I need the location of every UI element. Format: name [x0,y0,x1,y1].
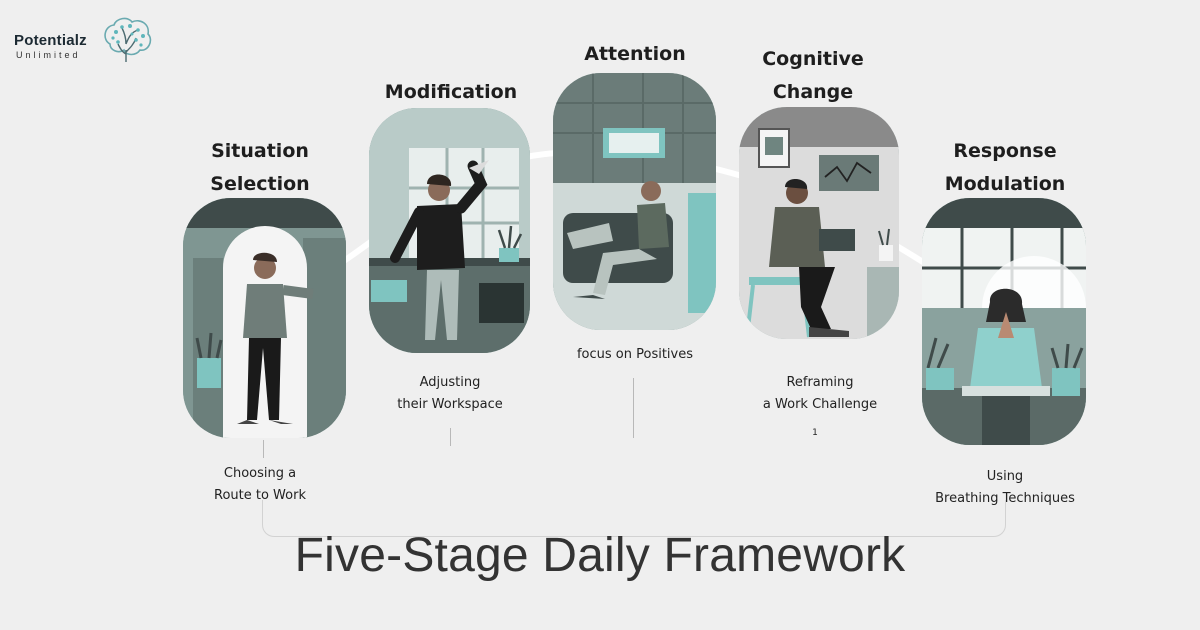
stage-2-heading: Modification [351,76,551,109]
connector-line [263,440,264,458]
bottom-bracket [262,500,1006,537]
stage-5-caption: Using Breathing Techniques [905,466,1105,510]
heading-line: Cognitive [762,48,864,70]
caption-line: Reframing [786,375,854,390]
stage-1-heading: Situation Selection [160,135,360,201]
heading-line: Response [953,140,1057,162]
heading-line: Situation [211,140,309,162]
stage-3-heading: Attention [535,38,735,71]
stage-1-caption: Choosing a Route to Work [170,463,350,507]
stage-4-illustration [739,107,899,339]
stage-5-illustration [922,198,1086,445]
caption-line: Breathing Techniques [935,491,1075,506]
stage-4-footnote: 1 [812,428,818,438]
brand-subtitle: Unlimited [16,50,81,60]
stage-5-heading: Response Modulation [905,135,1105,201]
connector-line [450,428,451,446]
caption-line: their Workspace [397,397,503,412]
heading-line: Change [772,81,854,103]
stage-4-heading: Cognitive Change [713,43,913,109]
stage-4-caption: Reframing a Work Challenge [720,372,920,416]
connector-line [633,378,634,438]
stage-3-caption: focus on Positives [540,344,730,366]
heading-line: Attention [584,43,686,65]
caption-line: Adjusting [419,375,481,390]
caption-line: Route to Work [214,488,306,503]
stage-2-caption: Adjusting their Workspace [360,372,540,416]
caption-line: Choosing a [223,466,297,481]
heading-line: Modulation [944,173,1066,195]
stage-2-illustration [369,108,530,353]
caption-line: a Work Challenge [762,397,878,412]
heading-line: Selection [210,173,310,195]
stage-3-illustration [553,73,716,330]
brain-tree-icon [104,17,152,62]
heading-line: Modification [384,81,518,103]
page-title: Five-Stage Daily Framework [294,529,906,582]
caption-line: focus on Positives [576,347,694,362]
brand-name: Potentialz [14,32,87,49]
caption-line: Using [986,469,1024,484]
stage-1-illustration [183,198,346,438]
